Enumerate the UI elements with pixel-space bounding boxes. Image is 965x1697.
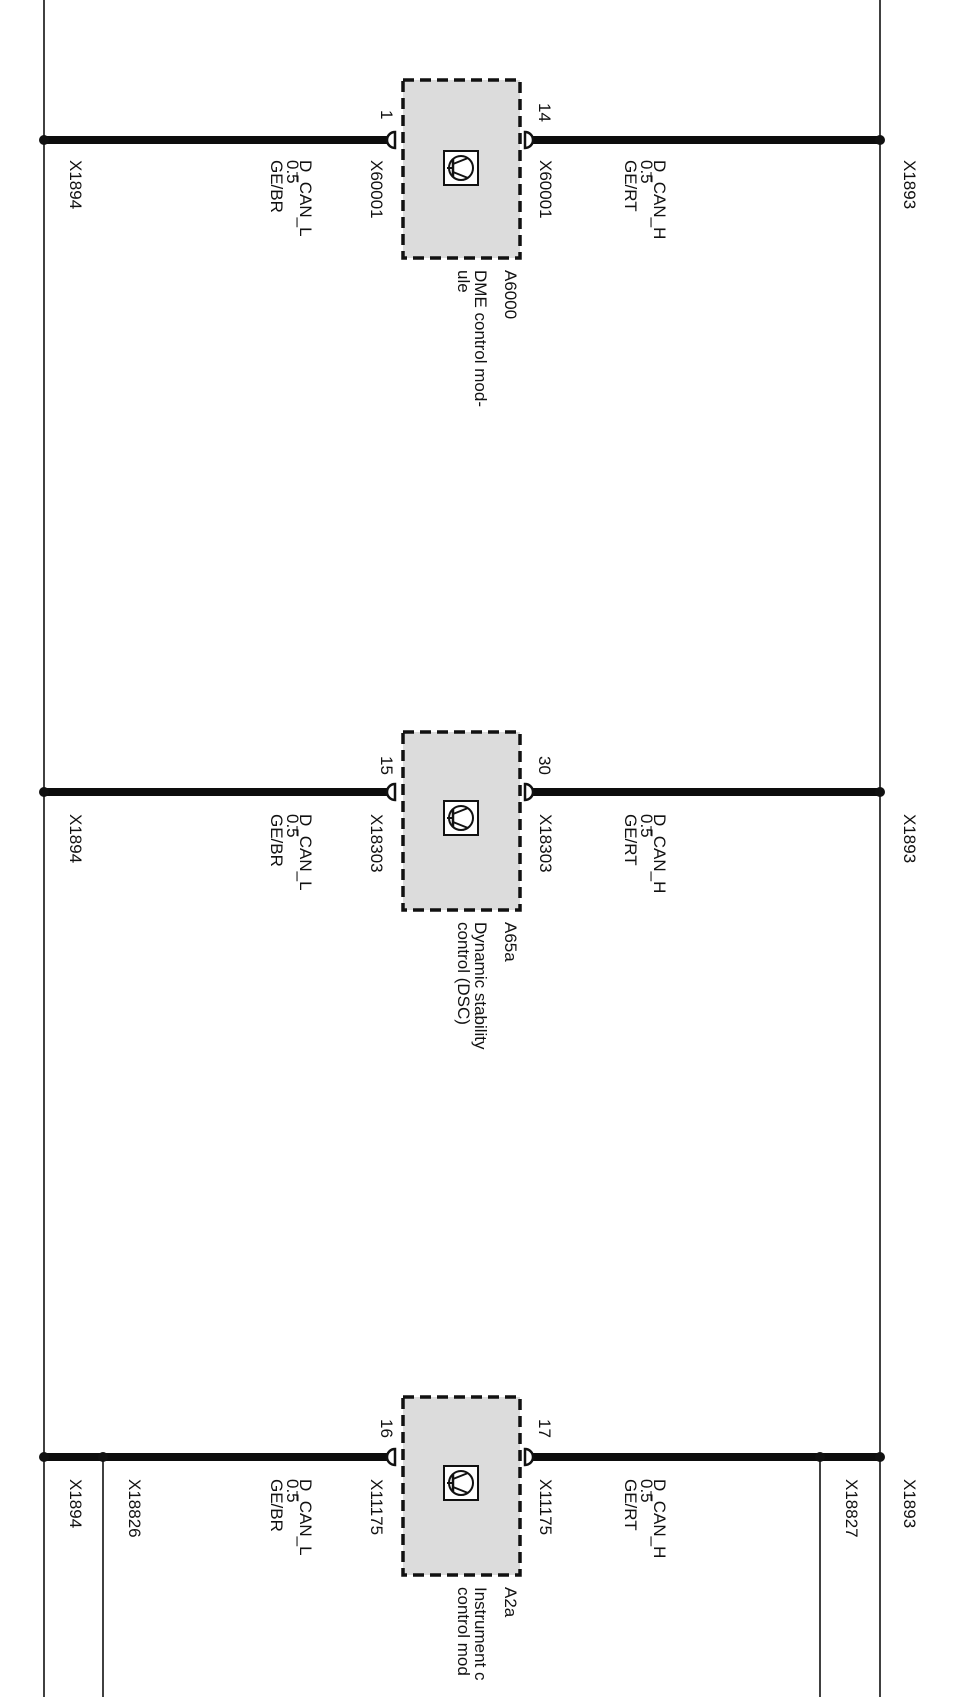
pin-low-label: 15 — [377, 756, 396, 775]
module-id: A65a — [501, 922, 520, 962]
wire-low-signal: D_CAN_L — [296, 1479, 315, 1556]
junction-dot — [875, 787, 885, 797]
wire-high-signal: D_CAN_H — [650, 1479, 669, 1558]
connector-label-extra-right: X18827 — [842, 1479, 861, 1538]
junction-dot — [39, 135, 49, 145]
wire-low-color: GE/BR — [267, 1479, 286, 1532]
connector-label-right: X1893 — [900, 160, 919, 209]
wire-high-size: 0.5 — [637, 160, 656, 184]
module-connector-high: X60001 — [536, 160, 555, 219]
wire-high-signal: D_CAN_H — [650, 814, 669, 893]
module-name-line-1: DME control mod- — [471, 270, 490, 407]
pin-socket-low — [385, 782, 397, 802]
wire-low-size: 0.5 — [283, 1479, 302, 1503]
junction-dot — [815, 1452, 825, 1462]
pin-high-label: 17 — [535, 1419, 554, 1438]
connector-label-left: X1894 — [66, 1479, 85, 1528]
wire-high-color: GE/RT — [621, 1479, 640, 1531]
pin-low-label: 1 — [377, 110, 396, 119]
wire-low-color: GE/BR — [267, 814, 286, 867]
module-a65a: 15 30 X1894 X1893 X18303 X18303 D_CAN_L … — [39, 730, 919, 1050]
wire-high-size: 0.5 — [637, 1479, 656, 1503]
connector-label-right: X1893 — [900, 1479, 919, 1528]
wire-high-size: 0.5 — [637, 814, 656, 838]
connector-label-left: X1894 — [66, 814, 85, 863]
pin-socket-high — [523, 782, 535, 802]
module-connector-high: X11175 — [536, 1479, 555, 1535]
module-connector-high: X18303 — [536, 814, 555, 873]
module-name-line-1: Dynamic stability — [471, 922, 490, 1050]
wire-low-color: GE/BR — [267, 160, 286, 213]
transistor-icon — [443, 150, 479, 186]
pin-socket-low — [385, 130, 397, 150]
module-id: A6000 — [501, 270, 520, 319]
pin-low-label: 16 — [377, 1419, 396, 1438]
module-name-line-1: Instrument c — [471, 1587, 490, 1681]
wire-high-color: GE/RT — [621, 160, 640, 212]
connector-label-right: X1893 — [900, 814, 919, 863]
pin-socket-low — [385, 1447, 397, 1467]
module-connector-low: X11175 — [367, 1479, 386, 1535]
junction-dot — [39, 1452, 49, 1462]
wire-high-color: GE/RT — [621, 814, 640, 866]
wire-low-size: 0.5 — [283, 814, 302, 838]
module-connector-low: X18303 — [367, 814, 386, 873]
module-a6000: 1 14 X1894 X1893 X60001 X60001 D_CAN_L 0… — [39, 78, 919, 407]
module-a2a: 16 17 X1894 X1893 X18826 X18827 X11175 X… — [39, 1395, 919, 1681]
wire-low-signal: D_CAN_L — [296, 814, 315, 891]
pin-socket-high — [523, 1447, 535, 1467]
connector-label-extra-left: X18826 — [125, 1479, 144, 1538]
junction-dot — [875, 1452, 885, 1462]
transistor-icon — [443, 1465, 479, 1501]
module-box — [401, 78, 522, 260]
module-id: A2a — [501, 1587, 520, 1618]
transistor-icon — [443, 800, 479, 836]
wire-low-signal: D_CAN_L — [296, 160, 315, 237]
junction-dot — [98, 1452, 108, 1462]
module-name-line-2: control mod — [454, 1587, 473, 1676]
pin-high-label: 14 — [535, 103, 554, 122]
connector-label-left: X1894 — [66, 160, 85, 209]
wire-high-signal: D_CAN_H — [650, 160, 669, 239]
module-name-line-2: ule — [454, 270, 473, 293]
junction-dot — [39, 787, 49, 797]
module-name-line-2: control (DSC) — [454, 922, 473, 1025]
junction-dot — [875, 135, 885, 145]
module-connector-low: X60001 — [367, 160, 386, 219]
wire-low-size: 0.5 — [283, 160, 302, 184]
pin-socket-high — [523, 130, 535, 150]
pin-high-label: 30 — [535, 756, 554, 775]
